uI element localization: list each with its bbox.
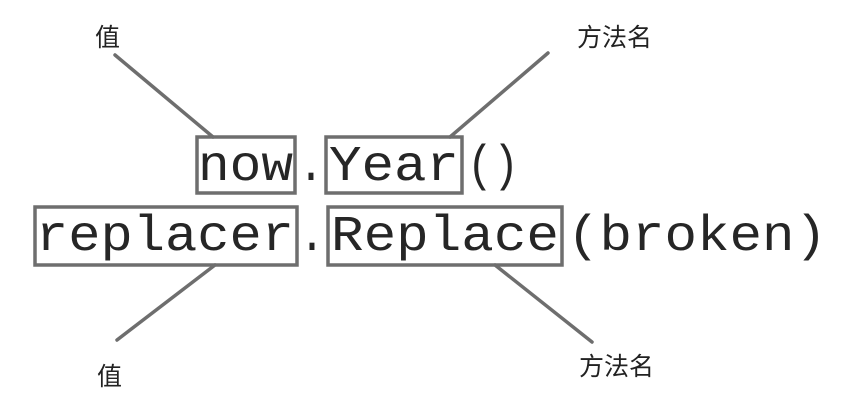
args-text-line1: () — [467, 139, 519, 196]
dot-text-line2: . — [299, 209, 325, 266]
label-value-top: 值 — [95, 23, 120, 52]
value-box-line2 — [33, 205, 299, 267]
method-box-line2 — [326, 205, 564, 267]
leader-line-bottom-right — [493, 263, 594, 344]
label-method-name-top: 方法名 — [577, 23, 652, 52]
label-value-bottom: 值 — [97, 362, 122, 391]
method-box-line1 — [324, 135, 464, 195]
args-text-line2: (broken) — [567, 209, 827, 266]
leader-line-bottom-left — [115, 263, 217, 342]
label-method-name-bottom: 方法名 — [579, 352, 654, 381]
method-text-year: Year — [329, 139, 459, 196]
method-text-replace: Replace — [331, 209, 559, 266]
value-text-now: now — [198, 139, 293, 196]
value-text-replacer: replacer — [36, 209, 294, 266]
value-box-line1 — [195, 135, 297, 195]
leader-line-top-right — [448, 51, 550, 139]
leader-line-top-left — [113, 53, 215, 139]
dot-text-line1: . — [298, 139, 324, 196]
